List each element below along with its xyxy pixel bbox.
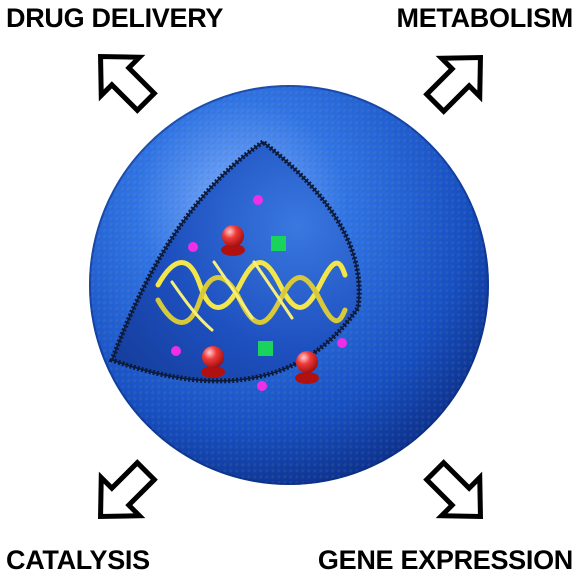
green-square-icon bbox=[258, 341, 273, 356]
magenta-dot-icon bbox=[253, 195, 263, 205]
hollow-arrow-icon bbox=[423, 54, 484, 115]
hollow-arrow-icon bbox=[423, 459, 484, 520]
magenta-dot-icon bbox=[257, 381, 267, 391]
protein-icon bbox=[295, 351, 319, 384]
magenta-dot-icon bbox=[171, 346, 181, 356]
green-square-icon bbox=[271, 236, 286, 251]
label-gene-expression: GENE EXPRESSION bbox=[317, 545, 573, 575]
hollow-arrow-icon bbox=[97, 459, 158, 520]
label-drug-delivery: DRUG DELIVERY bbox=[6, 3, 224, 33]
magenta-dot-icon bbox=[337, 338, 347, 348]
dna-helix-icon bbox=[155, 260, 348, 332]
magenta-dot-icon bbox=[188, 242, 198, 252]
label-catalysis: CATALYSIS bbox=[6, 545, 150, 575]
protein-icon bbox=[201, 346, 225, 378]
protein-icon bbox=[221, 225, 245, 256]
label-metabolism: METABOLISM bbox=[396, 3, 574, 33]
hollow-arrow-icon bbox=[97, 53, 158, 114]
